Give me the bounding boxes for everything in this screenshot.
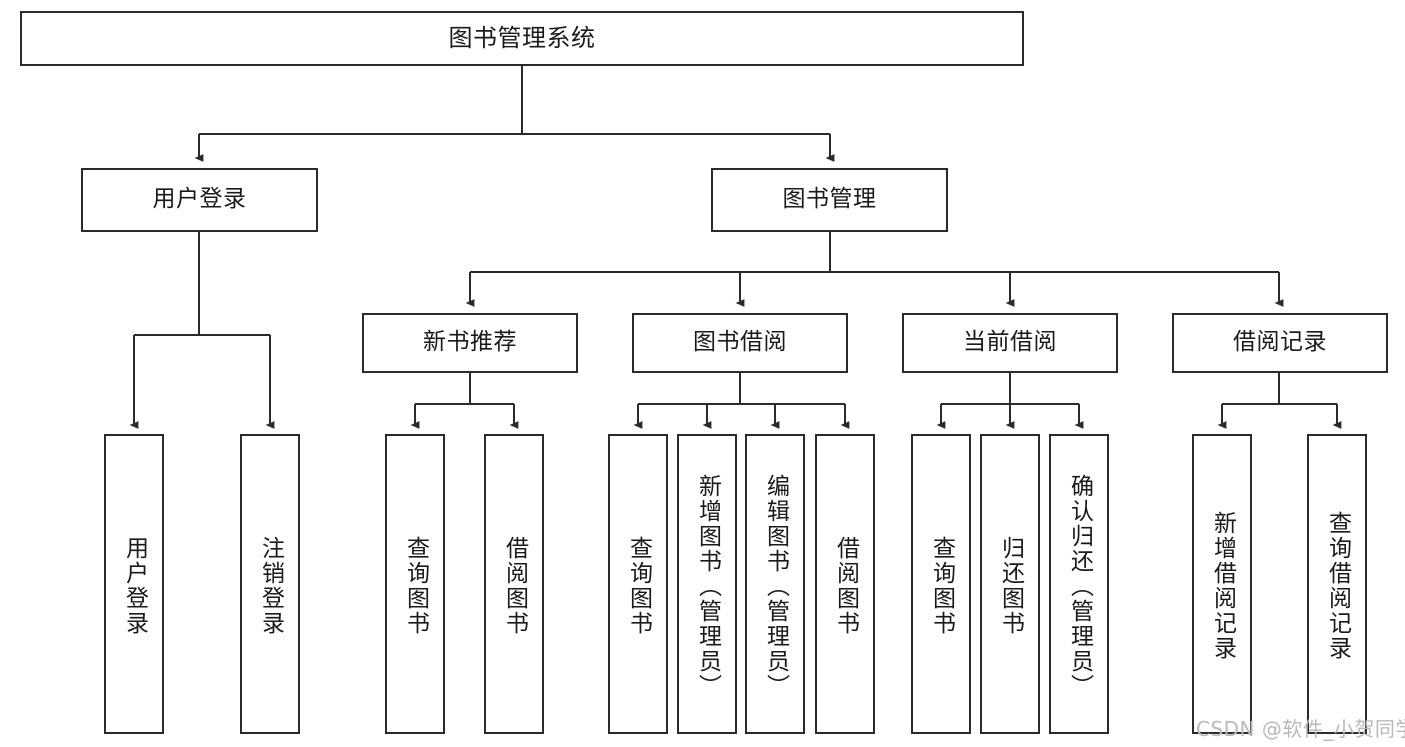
leaf-borrow-add-book-admin[interactable]: 新增图书（管理员） [677, 434, 737, 734]
node-root-book-management-system[interactable]: 图书管理系统 [20, 11, 1024, 66]
node-label: 查询图书 [402, 536, 429, 636]
leaf-new-book-borrow-book[interactable]: 借阅图书 [484, 434, 544, 734]
node-label: 注销登录 [257, 536, 284, 636]
node-label: 图书管理系统 [448, 24, 596, 53]
node-label: 查询图书 [625, 536, 652, 636]
node-label: 借阅记录 [1233, 329, 1327, 356]
node-current-borrow[interactable]: 当前借阅 [902, 313, 1118, 373]
leaf-record-query-borrow-record[interactable]: 查询借阅记录 [1307, 434, 1367, 734]
leaf-logout-login[interactable]: 注销登录 [240, 434, 300, 734]
csdn-watermark: CSDN @软件_小贺同学 [1196, 717, 1405, 741]
node-label: 新增借阅记录 [1209, 511, 1236, 661]
node-borrow-record[interactable]: 借阅记录 [1172, 313, 1388, 373]
leaf-borrow-query-book[interactable]: 查询图书 [608, 434, 668, 734]
node-label: 查询借阅记录 [1324, 511, 1351, 661]
node-label: 新增图书（管理员） [694, 473, 721, 699]
node-label: 借阅图书 [832, 536, 859, 636]
leaf-current-query-book[interactable]: 查询图书 [911, 434, 971, 734]
node-label: 当前借阅 [963, 329, 1057, 356]
leaf-current-confirm-return-admin[interactable]: 确认归还（管理员） [1049, 434, 1109, 734]
leaf-borrow-edit-book-admin[interactable]: 编辑图书（管理员） [745, 434, 805, 734]
leaf-current-return-book[interactable]: 归还图书 [980, 434, 1040, 734]
leaf-borrow-borrow-book[interactable]: 借阅图书 [815, 434, 875, 734]
node-label: 归还图书 [997, 536, 1024, 636]
leaf-new-book-query-book[interactable]: 查询图书 [385, 434, 445, 734]
leaf-record-add-borrow-record[interactable]: 新增借阅记录 [1192, 434, 1252, 734]
node-book-borrow[interactable]: 图书借阅 [632, 313, 848, 373]
leaf-user-login[interactable]: 用户登录 [104, 434, 164, 734]
node-label: 用户登录 [152, 186, 247, 213]
node-book-management[interactable]: 图书管理 [711, 168, 948, 232]
node-new-book-recommendation[interactable]: 新书推荐 [362, 313, 578, 373]
node-label: 确认归还（管理员） [1066, 473, 1093, 699]
node-label: 借阅图书 [501, 536, 528, 636]
node-label: 图书管理 [782, 186, 877, 213]
node-label: 查询图书 [928, 536, 955, 636]
node-label: 编辑图书（管理员） [762, 473, 789, 699]
node-label: 新书推荐 [423, 329, 517, 356]
node-label: 用户登录 [121, 536, 148, 636]
node-user-login[interactable]: 用户登录 [81, 168, 318, 232]
node-label: 图书借阅 [693, 329, 787, 356]
